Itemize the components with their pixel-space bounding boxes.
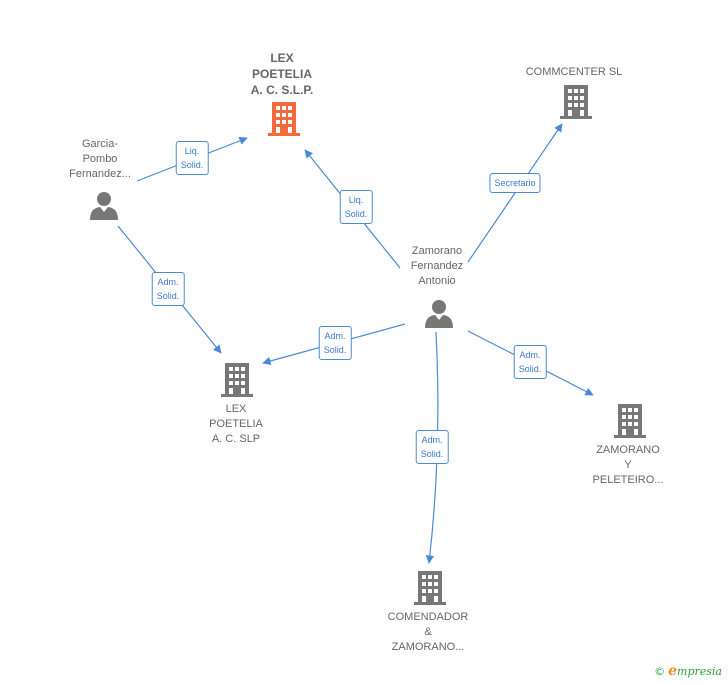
- person-icon[interactable]: [89, 190, 119, 220]
- company-label-lex-slp-focus[interactable]: LEX POETELIA A. C. S.L.P.: [250, 51, 314, 97]
- edge-zamorano-commcenter: [467, 123, 563, 263]
- empresia-logo: ©empresia: [654, 663, 722, 679]
- building-icon[interactable]: [614, 404, 646, 438]
- building-icon[interactable]: [560, 85, 592, 119]
- person-label-zamorano-antonio[interactable]: Zamorano Fernandez Antonio: [410, 245, 464, 287]
- edge-label-zamorano-commcenter: Secretario: [489, 173, 541, 193]
- company-label-commcenter[interactable]: COMMCENTER SL: [525, 66, 623, 78]
- building-icon[interactable]: [268, 102, 300, 136]
- company-label-zamorano-peleteiro[interactable]: ZAMORANO Y PELETEIRO...: [592, 444, 664, 486]
- edge-label-zamorano-lex-slp: Adm.Solid.: [318, 326, 352, 360]
- person-label-garcia[interactable]: Garcia- Pombo Fernandez...: [69, 138, 131, 180]
- edge-label-zamorano-lex-focus: Liq.Solid.: [339, 190, 373, 224]
- building-icon[interactable]: [414, 571, 446, 605]
- edge-label-zamorano-peleteiro: Adm.Solid.: [513, 345, 547, 379]
- edge-label-zamorano-comendador: Adm.Solid.: [415, 430, 449, 464]
- building-icon[interactable]: [221, 363, 253, 397]
- edge-label-garcia-lex-slp: Adm.Solid.: [151, 272, 185, 306]
- company-label-lex-slp[interactable]: LEX POETELIA A. C. SLP: [209, 403, 263, 445]
- person-icon[interactable]: [424, 298, 454, 328]
- company-label-comendador[interactable]: COMENDADOR & ZAMORANO...: [387, 611, 469, 653]
- edge-label-garcia-lex-focus: Liq.Solid.: [175, 141, 209, 175]
